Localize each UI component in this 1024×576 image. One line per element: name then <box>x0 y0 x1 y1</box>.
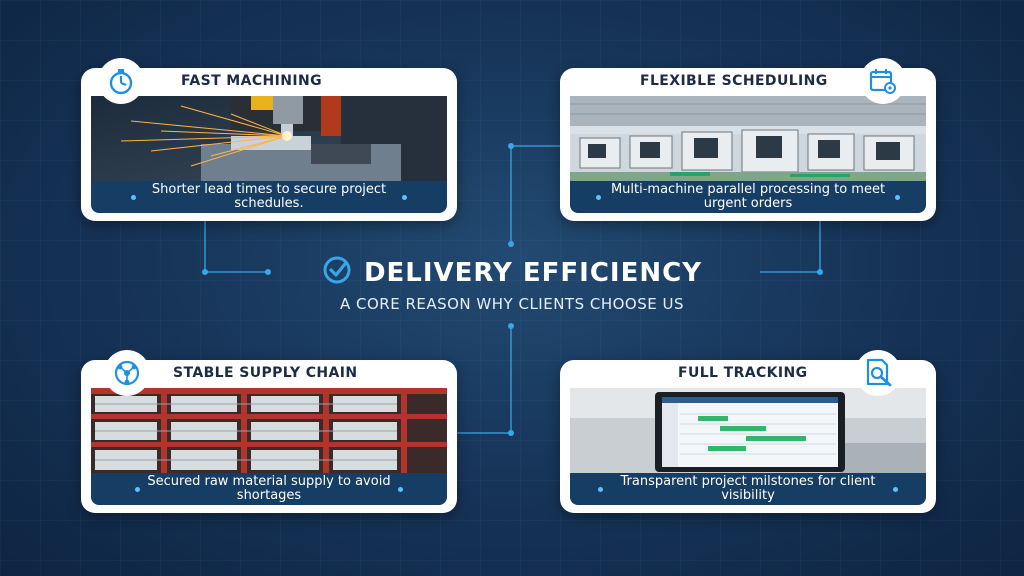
bullet-dot <box>598 487 603 492</box>
card-flexible-scheduling: FLEXIBLE SCHEDULING <box>560 68 936 221</box>
calendar-gear-icon <box>860 58 906 104</box>
card-caption: Multi-machine parallel processing to mee… <box>570 181 926 213</box>
card-title: FAST MACHINING <box>181 73 322 89</box>
headline-text: DELIVERY EFFICIENCY <box>363 258 703 288</box>
caption-text: Multi-machine parallel processing to mee… <box>610 182 886 211</box>
card-title: STABLE SUPPLY CHAIN <box>173 365 358 381</box>
bullet-dot <box>893 487 898 492</box>
card-stable-supply-chain: STABLE SUPPLY CHAIN <box>81 360 457 513</box>
card-caption: Secured raw material supply to avoid sho… <box>91 473 447 505</box>
document-search-icon <box>855 350 901 396</box>
page-title: DELIVERY EFFICIENCY <box>232 255 792 291</box>
caption-text: Shorter lead times to secure project sch… <box>151 182 387 211</box>
card-caption: Transparent project milstones for client… <box>570 473 926 505</box>
cnc-machining-photo <box>91 96 447 181</box>
metal-bar-racks-photo <box>91 388 447 473</box>
card-fast-machining: FAST MACHINING <box>81 68 457 221</box>
bullet-dot <box>398 487 403 492</box>
bullet-dot <box>135 487 140 492</box>
supply-network-icon <box>104 350 150 396</box>
bullet-dot <box>131 195 136 200</box>
caption-text: Secured raw material supply to avoid sho… <box>147 474 391 503</box>
checkmark-circle-icon <box>322 255 352 292</box>
bullet-dot <box>402 195 407 200</box>
caption-text: Transparent project milstones for client… <box>620 474 876 503</box>
bullet-dot <box>895 195 900 200</box>
factory-machines-photo <box>570 96 926 181</box>
card-title: FLEXIBLE SCHEDULING <box>640 73 828 89</box>
page-subtitle: A CORE REASON WHY CLIENTS CHOOSE US <box>339 295 685 313</box>
headline-block: DELIVERY EFFICIENCY A CORE REASON WHY CL… <box>232 255 792 315</box>
card-full-tracking: FULL TRACKING Transparent project milsto… <box>560 360 936 513</box>
tablet-dashboard-photo <box>570 388 926 473</box>
card-title: FULL TRACKING <box>678 365 808 381</box>
card-caption: Shorter lead times to secure project sch… <box>91 181 447 213</box>
stopwatch-icon <box>98 58 144 104</box>
bullet-dot <box>596 195 601 200</box>
